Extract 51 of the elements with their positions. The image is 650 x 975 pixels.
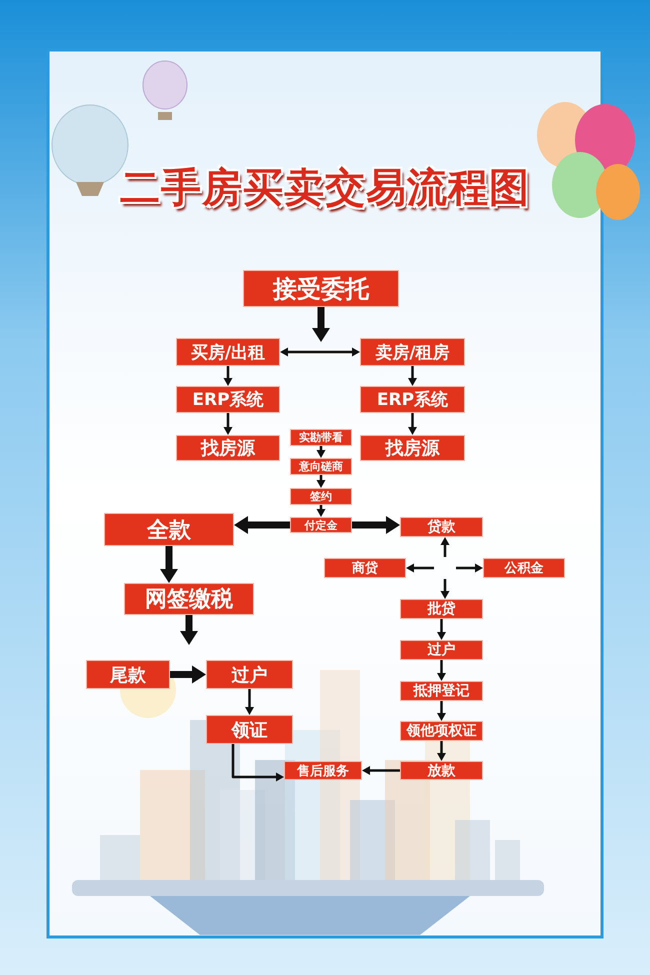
- arrow: [440, 579, 450, 599]
- process-box: 卖房/租房: [360, 338, 465, 366]
- arrow: [170, 666, 206, 684]
- process-box: 意向磋商: [290, 458, 352, 475]
- arrow: [316, 505, 326, 517]
- title: 二手房买卖交易流程图: [119, 164, 531, 213]
- arrow: [180, 615, 198, 645]
- process-box: 贷款: [400, 517, 483, 537]
- arrow: [280, 348, 360, 356]
- process-box: 领证: [206, 715, 293, 744]
- arrow: [437, 741, 446, 761]
- process-box: 过户: [206, 660, 293, 689]
- arrow: [224, 413, 232, 435]
- process-box: 付定金: [290, 517, 352, 533]
- process-box: 实勘带看: [290, 429, 352, 446]
- arrow: [234, 516, 290, 534]
- arrow: [440, 537, 450, 557]
- arrow: [408, 413, 417, 435]
- arrow: [456, 564, 483, 572]
- arrow: [316, 446, 326, 458]
- process-box: ERP系统: [176, 386, 280, 413]
- process-box: 公积金: [483, 558, 565, 578]
- arrow: [316, 475, 326, 488]
- process-box: 商贷: [324, 558, 406, 578]
- arrow: [232, 744, 284, 782]
- arrow: [408, 366, 417, 386]
- arrow: [224, 366, 232, 386]
- process-box: 放款: [400, 761, 483, 780]
- process-box: 全款: [104, 513, 234, 546]
- process-box: 网签缴税: [124, 583, 254, 615]
- arrow: [406, 564, 434, 572]
- process-box: 签约: [290, 488, 352, 505]
- process-box: 领他项权证: [400, 721, 483, 741]
- process-box: 过户: [400, 640, 483, 660]
- arrow: [160, 546, 178, 583]
- process-box: 买房/出租: [176, 338, 280, 366]
- arrow: [312, 307, 330, 342]
- process-box: 尾款: [86, 660, 170, 689]
- arrow: [362, 766, 400, 775]
- process-box: 抵押登记: [400, 681, 483, 701]
- arrow: [437, 701, 446, 721]
- process-box: ERP系统: [360, 386, 465, 413]
- process-box: 找房源: [176, 435, 280, 461]
- process-box: 找房源: [360, 435, 465, 461]
- arrow: [437, 660, 446, 681]
- process-box: 批贷: [400, 599, 483, 619]
- arrow: [437, 619, 446, 640]
- process-box: 售后服务: [284, 761, 362, 780]
- process-box: 接受委托: [243, 270, 399, 307]
- arrow: [245, 689, 254, 715]
- arrow: [352, 516, 400, 534]
